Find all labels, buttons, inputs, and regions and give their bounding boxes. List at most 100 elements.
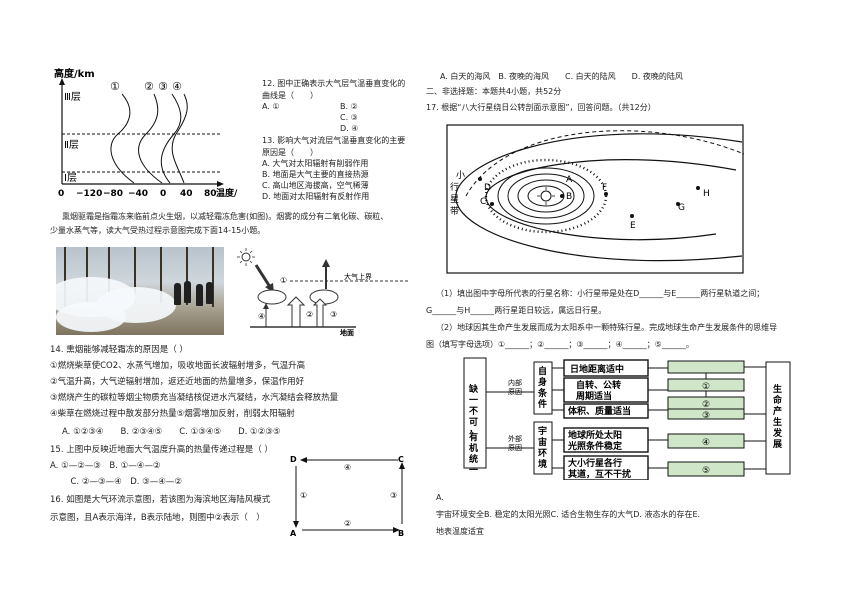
q17-part2-line1: （2）地球因其生命产生发展而成为太阳系中一颗特殊行星。完成地球生命产生发展条件的… (436, 323, 778, 332)
inner-cond-char: 条 (537, 387, 548, 399)
corner-c: C (398, 455, 404, 464)
slot-label-1: ① (702, 382, 710, 392)
corner-a: A (290, 529, 297, 538)
arrow-right-label: ③ (390, 491, 397, 500)
inner-cause-label: 内部原因 (508, 378, 522, 396)
curve-3 (160, 93, 182, 184)
arrow-label-2: ② (306, 310, 313, 319)
life-char: 生 (773, 416, 782, 428)
slot-label-3: ③ (702, 411, 710, 421)
q13-option-c[interactable]: C. 高山地区海拔高，空气稀薄 (262, 181, 369, 190)
curve-1-label: ① (110, 80, 120, 93)
arrow-label-3: ③ (330, 310, 337, 319)
q12-option-b[interactable]: B. ② (340, 102, 358, 111)
outer-cond-char: 宇 (538, 425, 547, 437)
arrow-left-label: ① (300, 491, 307, 500)
planet-letter-a: A (566, 175, 573, 185)
q17-part1-line1: （1）填出图中字母所代表的行星名称：小行星带是处在D______与E______… (436, 289, 765, 298)
corner-d: D (290, 455, 297, 464)
box-asteroids: 大小行星各行其道，互不干扰 (568, 457, 631, 480)
planet-letter-h: H (703, 189, 710, 199)
x-tick-label: 80 (204, 189, 217, 199)
outer-cond-char: 境 (538, 458, 547, 470)
planet-letter-b: B (566, 192, 572, 202)
y-axis-title: 高度/km (54, 67, 95, 80)
q16-line2: 示意图，且A表示海洋，B表示陆地，则图中②表示（ ） (50, 513, 265, 523)
smoke-photo (56, 247, 224, 335)
q15-options-cd[interactable]: C. ②—③—④ D. ③—④—② (62, 477, 183, 487)
life-conditions-mindmap: 缺 一 不 可 ， 有 机 统 一 内部原因 外部原因 自 身 条 件 宇 宙 … (463, 357, 791, 480)
life-char: 命 (772, 394, 783, 406)
q15-stem: 15. 上图中反映近地面大气温度升高的热量传递过程是（ ） (50, 445, 273, 455)
ground-label: 地面 (340, 328, 354, 337)
q13-option-d[interactable]: D. 地面对太阳辐射有反射作用 (262, 192, 370, 201)
curve-4-label: ④ (172, 80, 182, 93)
q17-part2-line2: 图（填写字母选项）①______；②______；③______；④______… (426, 340, 694, 349)
asteroid-belt-char: 小 (456, 170, 465, 181)
layer-1-label: Ⅰ层 (64, 172, 77, 184)
asteroid-belt-char: 行 (450, 181, 459, 193)
arrow-label-1: ① (280, 276, 287, 285)
layer-2-label: Ⅱ层 (64, 139, 79, 151)
curve-4 (171, 93, 188, 184)
curve-3-label: ③ (158, 80, 168, 93)
temperature-height-graph: 高度/km Ⅲ层 Ⅱ层 Ⅰ层 ① ② ③ ④ 0 −120 −80 −40 0 … (54, 67, 238, 199)
q16-line1: 16. 如图是大气环流示意图，若该图为海滨地区海陆风模式 (50, 495, 271, 505)
q13-option-b[interactable]: B. 地面是大气主要的直接热源 (262, 170, 369, 179)
q14-stem: 14. 熏烟能够减轻霜冻的原因是（ ） (50, 345, 188, 355)
q17-part1-line2: G______与H______两行星距日较远，属远日行星。 (426, 306, 607, 315)
curve-1 (110, 93, 135, 184)
x-tick-label: −80 (103, 189, 123, 199)
atmosphere-top-label: 大气上界 (344, 272, 372, 281)
root-char: 有 (469, 431, 478, 443)
root-char: 缺 (468, 383, 479, 395)
x-tick-label: 0 (58, 189, 64, 199)
part2-title: 二、非选择题：本题共4小题，共52分 (426, 87, 562, 96)
q16-options[interactable]: A. 白天的海风 B. 夜晚的海风 C. 白天的陆风 D. 夜晚的陆风 (440, 72, 683, 81)
circulation-diagram: D C A B ④ ① ③ ② (290, 455, 405, 538)
planet-letter-d: D (484, 183, 491, 193)
root-char: ， (469, 425, 478, 435)
q14-statement-3: ③燃烧产生的碳粒等烟尘物质充当凝结核促进水汽凝结，水汽凝结会释放热量 (50, 393, 339, 403)
root-char: 一 (469, 396, 478, 406)
q13-stem-line2: 原因是（ ） (262, 148, 318, 157)
root-char: 机 (469, 442, 478, 454)
q13-stem-line1: 13. 影响大气对流层气温垂直变化的主要 (262, 136, 406, 145)
x-tick-label: 40 (180, 189, 193, 199)
q14-statement-1: ①燃烧柴草使CO2、水蒸气增加，吸收地面长波辐射增多，气温升高 (50, 361, 306, 371)
q13-option-a[interactable]: A. 大气对太阳辐射有削弱作用 (262, 159, 369, 168)
x-axis-title: 温度/℃ (216, 187, 238, 199)
q14-statement-2: ②气温升高，大气逆辐射增加，返还近地面的热量增多，保温作用好 (50, 377, 305, 387)
q14-statement-4: ④柴草在燃烧过程中散发部分热量⑤烟雾增加反射，削弱太阳辐射 (50, 409, 295, 419)
planet-letter-f: F (602, 183, 607, 193)
q12-option-c[interactable]: C. ③ (340, 113, 358, 122)
intro-line1: 熏烟驱霜是指霜冻来临前点火生烟，以减轻霜冻危害(如图)。烟雾的成分有二氧化碳、碳… (62, 212, 389, 221)
x-tick-label: −40 (128, 189, 148, 199)
root-char: 一 (469, 466, 478, 476)
planet-letter-g: G (678, 203, 685, 213)
outer-cond-char: 环 (538, 448, 547, 459)
box-volume: 体积、质量适当 (568, 405, 631, 417)
q15-options-ab[interactable]: A. ①—②—③ B. ①—④—② (50, 461, 161, 471)
slot-label-2: ② (702, 400, 710, 410)
box-light: 地球所处太阳光照条件稳定 (567, 429, 623, 452)
root-char: 不 (469, 406, 478, 417)
q12-option-d[interactable]: D. ④ (340, 124, 359, 133)
arrow-top-label: ④ (344, 463, 351, 472)
planet-letter-e: E (630, 221, 636, 231)
outer-cause-label: 外部原因 (508, 434, 522, 452)
inner-cond-char: 件 (538, 398, 547, 410)
x-tick-label: 0 (160, 189, 166, 199)
box-rotation: 自转、公转周期适当 (576, 379, 621, 402)
planet-letter-c: C (480, 197, 486, 207)
intro-line2: 少量水蒸气等，读大气受热过程示意图完成下面14-15小题。 (50, 226, 266, 235)
root-char: 可 (469, 417, 478, 428)
q12-option-a[interactable]: A. ① (262, 102, 280, 111)
atmospheric-heating-diagram: 大气上界 ① ② ③ ④ 地面 (237, 248, 410, 337)
asteroid-belt-char: 带 (450, 206, 459, 217)
answer-options-line: 宇宙环境安全B. 稳定的太阳光照C. 适合生物生存的大气D. 液态水的存在E. (436, 510, 701, 519)
root-char: 统 (469, 453, 478, 465)
inner-cond-char: 自 (538, 365, 547, 377)
asteroid-belt-char: 星 (450, 194, 459, 205)
q14-options[interactable]: A. ①②③④ B. ②③④⑤ C. ①③④⑤ D. ①②③⑤ (62, 427, 281, 437)
